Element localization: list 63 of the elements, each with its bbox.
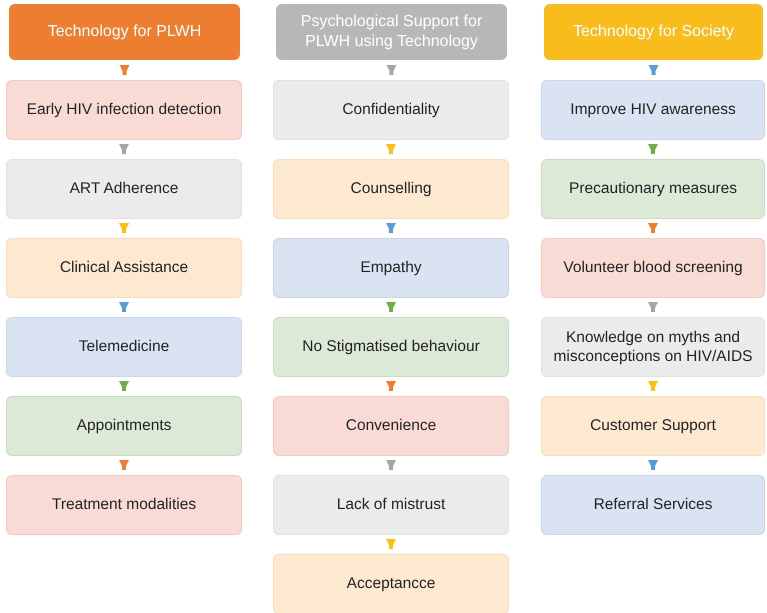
box-text: ART Adherence bbox=[70, 179, 178, 199]
arrow bbox=[119, 302, 129, 312]
box-text: No Stigmatised behaviour bbox=[302, 337, 480, 357]
box-text: Volunteer blood screening bbox=[563, 258, 743, 278]
process-box bbox=[541, 238, 765, 298]
process-box bbox=[273, 159, 509, 219]
box-text: Confidentiality bbox=[342, 100, 440, 120]
process-box bbox=[541, 159, 765, 219]
arrow bbox=[120, 65, 130, 75]
header-text: Technology for Society bbox=[573, 22, 734, 42]
process-box bbox=[273, 80, 509, 140]
arrow bbox=[648, 65, 658, 75]
header-text: Technology for PLWH bbox=[48, 22, 202, 42]
arrow bbox=[648, 381, 658, 391]
box-text: Telemedicine bbox=[78, 337, 170, 357]
column-header bbox=[9, 4, 240, 60]
process-box bbox=[273, 554, 509, 613]
process-box bbox=[541, 80, 765, 140]
arrow bbox=[119, 223, 129, 233]
arrow bbox=[648, 223, 658, 233]
box-text: Early HIV infection detection bbox=[26, 100, 222, 120]
process-box bbox=[6, 396, 242, 456]
arrow bbox=[386, 381, 396, 391]
arrow bbox=[386, 144, 396, 154]
process-box bbox=[6, 159, 242, 219]
arrow bbox=[119, 381, 129, 391]
header-text: Psychological Support for PLWH using Technology bbox=[300, 12, 484, 52]
process-box bbox=[541, 396, 765, 456]
box-text: Appointments bbox=[76, 416, 172, 436]
box-text: Lack of mistrust bbox=[336, 495, 446, 515]
arrow bbox=[386, 460, 396, 470]
box-text: Empathy bbox=[360, 258, 422, 278]
box-text: Treatment modalities bbox=[52, 495, 196, 515]
process-box bbox=[541, 475, 765, 535]
process-box bbox=[6, 238, 242, 298]
arrow bbox=[386, 302, 396, 312]
arrow bbox=[119, 144, 129, 154]
process-box bbox=[273, 317, 509, 377]
column-header bbox=[544, 4, 763, 60]
process-box bbox=[273, 475, 509, 535]
process-box bbox=[541, 317, 765, 377]
arrow bbox=[648, 144, 658, 154]
process-box bbox=[6, 80, 242, 140]
arrow bbox=[386, 65, 396, 75]
box-text: Clinical Assistance bbox=[60, 258, 188, 278]
arrow bbox=[119, 460, 129, 470]
column-header bbox=[276, 4, 507, 60]
box-text: Customer Support bbox=[590, 416, 716, 436]
process-box bbox=[6, 317, 242, 377]
box-text: Convenience bbox=[346, 416, 436, 436]
box-text: Counselling bbox=[350, 179, 432, 199]
box-text: Improve HIV awareness bbox=[570, 100, 736, 120]
process-box bbox=[273, 396, 509, 456]
process-box bbox=[273, 238, 509, 298]
arrow bbox=[386, 539, 396, 549]
arrow bbox=[648, 460, 658, 470]
process-box bbox=[6, 475, 242, 535]
box-text: Knowledge on myths and misconceptions on HIV/AIDS bbox=[552, 328, 754, 366]
box-text: Precautionary measures bbox=[569, 179, 737, 199]
box-text: Referral Services bbox=[594, 495, 712, 515]
arrow bbox=[386, 223, 396, 233]
arrow bbox=[648, 302, 658, 312]
box-text: Acceptancce bbox=[346, 574, 436, 594]
